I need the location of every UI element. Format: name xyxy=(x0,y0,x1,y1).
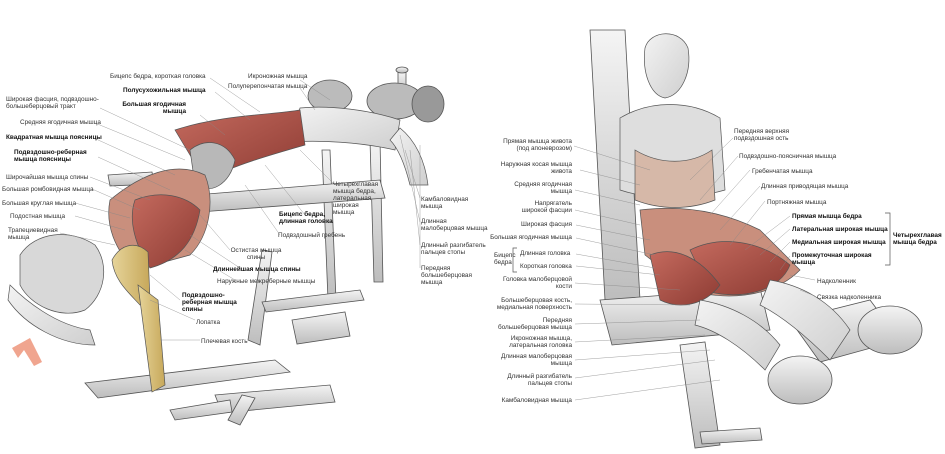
label-spinous: Остистая мышца спины xyxy=(230,247,282,261)
label-quad-group: Четырехглавая мышца бедра xyxy=(893,232,942,246)
label-trapezius: Трапециевидная мышца xyxy=(8,227,58,241)
label-pectineus: Гребенчатая мышца xyxy=(752,168,813,175)
direction-arrow xyxy=(12,338,42,366)
label-ext-oblique: Наружная косая мышца живота xyxy=(500,161,572,175)
label-iliac-crest: Подвздошный гребень xyxy=(278,232,346,239)
label-peroneus-right: Длинная малоберцовая мышца xyxy=(501,353,572,367)
label-tibialis-left: Передняя большеберцовая мышца xyxy=(421,265,472,286)
label-gluteus-max-right: Большая ягодичная мышца xyxy=(490,234,572,241)
label-patellar-lig: Связка надколенника xyxy=(817,294,882,301)
label-tibialis-right: Передняя большеберцовая мышца xyxy=(497,317,572,331)
label-vastus-int: Промежуточная широкая мышца xyxy=(792,252,872,266)
label-fascia-lata: Широкая фасция, подвздошно- большеберцов… xyxy=(6,96,99,110)
label-rhomboid: Большая ромбовидная мышца xyxy=(2,186,94,193)
label-latissimus: Широчайшая мышца спины xyxy=(6,174,89,181)
label-biceps-short-right: Короткая головка xyxy=(520,263,572,270)
label-iliopsoas: Подвздошно-поясничная мышца xyxy=(739,153,837,160)
label-gluteus-max: Большая ягодичная мышца xyxy=(122,101,186,115)
label-gastrocnemius: Икроножная мышца xyxy=(248,73,308,80)
label-gastro-lateral: Икроножная мышца, латеральная головка xyxy=(509,335,572,349)
label-fibula-head: Головка малоберцовой кости xyxy=(502,276,572,290)
label-intercostal: Наружные межреберные мышцы xyxy=(217,278,316,285)
label-semimembranosus: Полуперепончатая мышца xyxy=(228,83,308,90)
label-rectus-fem: Прямая мышца бедра xyxy=(792,213,862,220)
label-adductor-long: Длинная приводящая мышца xyxy=(761,183,849,190)
biceps-bracket xyxy=(512,247,517,273)
label-semitendinosus: Полусухожильная мышца xyxy=(123,87,206,94)
label-tensor: Напрягатель широкой фасции xyxy=(521,200,572,214)
label-biceps-long-right: Длинная головка xyxy=(520,250,571,257)
label-soleus-left: Камбаловидная мышца xyxy=(421,196,469,210)
label-tibia-surface: Большеберцовая кость, медиальная поверхн… xyxy=(496,297,572,311)
label-patella: Надколенник xyxy=(817,278,856,285)
label-vastus-lat: Латеральная широкая мышца xyxy=(792,226,888,233)
label-ext-digitorum-left: Длинный разгибатель пальцев стопы xyxy=(421,242,486,256)
label-soleus-right: Камбаловидная мышца xyxy=(501,397,572,404)
label-asis: Передняя верхняя подвздошная ость xyxy=(734,128,790,142)
label-peroneus-left: Длинная малоберцовая мышца xyxy=(421,218,488,232)
label-gluteus-med: Средняя ягодичная мышца xyxy=(20,119,101,126)
label-rectus-abd: Прямая мышца живота (под апоневрозом) xyxy=(503,138,572,152)
label-scapula: Лопатка xyxy=(196,319,221,326)
label-sartorius: Портняжная мышца xyxy=(767,199,827,206)
label-gluteus-med-right: Средняя ягодичная мышца xyxy=(514,181,572,195)
label-humerus: Плечевая кость xyxy=(201,338,248,345)
label-quadratus: Квадратная мышца поясницы xyxy=(6,134,102,141)
label-vastus-med: Медиальная широкая мышца xyxy=(792,239,886,246)
label-ext-digitorum-right: Длинный разгибатель пальцев стопы xyxy=(507,373,572,387)
foot-pads xyxy=(307,79,445,123)
quad-bracket xyxy=(885,212,891,266)
label-biceps-group: Бицепс бедра xyxy=(494,252,516,266)
label-longissimus: Длиннейшая мышца спины xyxy=(213,266,301,273)
label-quadriceps-lateral: Четырехглавая мышца бедра, латеральная ш… xyxy=(333,181,379,216)
label-infraspinatus: Подостная мышца xyxy=(10,213,66,220)
label-biceps-short: Бицепс бедра, короткая головка xyxy=(110,73,206,80)
label-fascia-right: Широкая фасция xyxy=(521,221,572,228)
leader-lines xyxy=(59,77,816,401)
label-biceps-long: Бицепс бедра, длинная головка xyxy=(279,211,333,225)
label-iliocostalis-back: Подвздошно- реберная мышца спины xyxy=(182,292,237,313)
left-body xyxy=(7,106,429,393)
label-teres-major: Большая круглая мышца xyxy=(2,200,77,207)
left-machine xyxy=(84,66,409,426)
label-iliocostalis: Подвздошно-реберная мышца поясницы xyxy=(14,149,87,163)
right-body xyxy=(619,33,851,371)
